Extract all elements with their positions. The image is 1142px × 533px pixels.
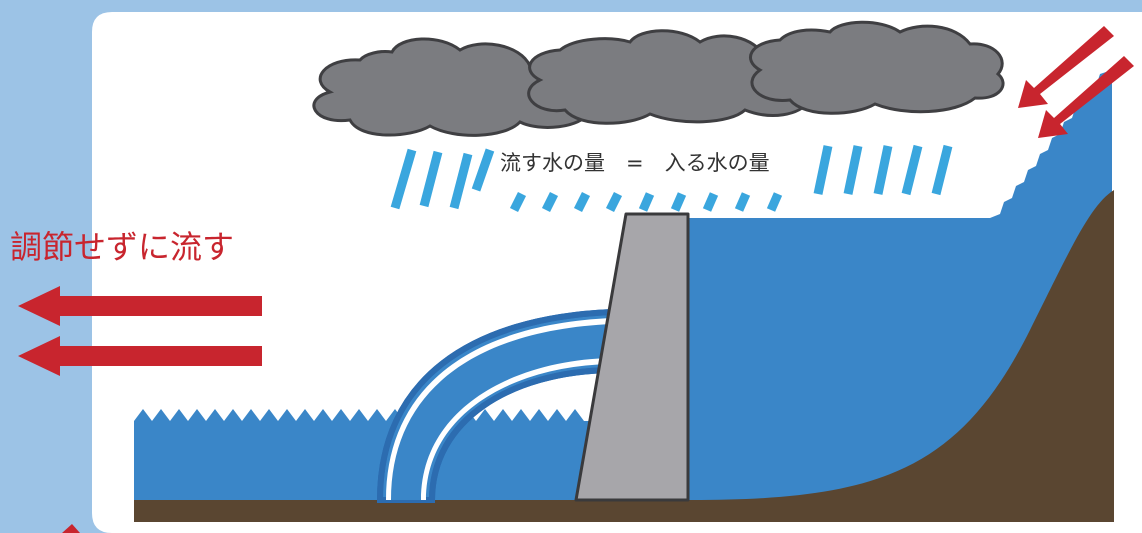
balance-label: 流す水の量 = 入る水の量 [500, 151, 770, 175]
outflow-label: 調節せずに流す [10, 228, 234, 266]
partial-arrow [62, 524, 80, 533]
downstream-water [134, 409, 590, 500]
